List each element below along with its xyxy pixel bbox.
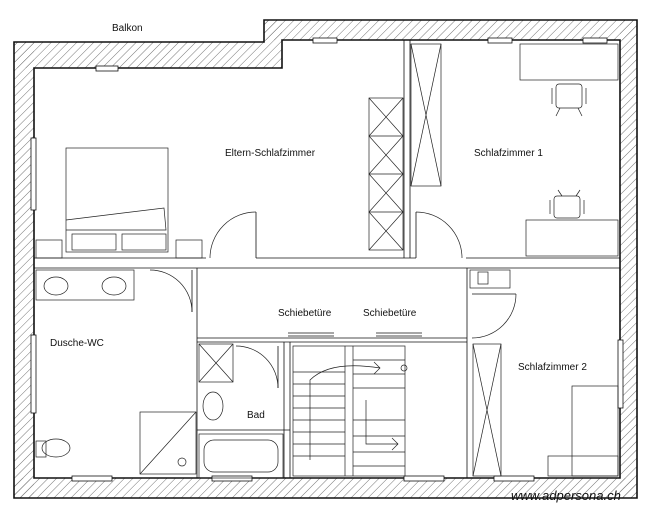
shower-wc-fixtures	[35, 269, 197, 475]
label-sliding-door-right: Schiebetüre	[363, 308, 417, 319]
label-master-bedroom: Eltern-Schlafzimmer	[225, 148, 316, 159]
label-bedroom-2: Schlafzimmer 2	[518, 362, 587, 373]
desks	[519, 43, 619, 257]
label-bedroom-1: Schlafzimmer 1	[474, 148, 543, 159]
label-shower-wc: Dusche-WC	[50, 338, 104, 349]
staircase	[292, 345, 408, 477]
watermark-text: www.adpersona.ch	[511, 488, 621, 503]
label-balcony: Balkon	[112, 23, 143, 34]
doors	[149, 211, 517, 389]
label-bath: Bad	[247, 410, 265, 421]
windows	[30, 37, 624, 482]
sliding-doors	[288, 332, 422, 337]
label-sliding-door-left: Schiebetüre	[278, 308, 332, 319]
exterior-walls	[13, 19, 638, 499]
shelves	[35, 239, 203, 259]
wardrobes	[368, 43, 502, 477]
interior-walls	[34, 40, 620, 478]
bedroom-2-fixtures	[469, 269, 619, 477]
bath-fixtures	[198, 343, 284, 479]
double-bed	[65, 147, 169, 253]
